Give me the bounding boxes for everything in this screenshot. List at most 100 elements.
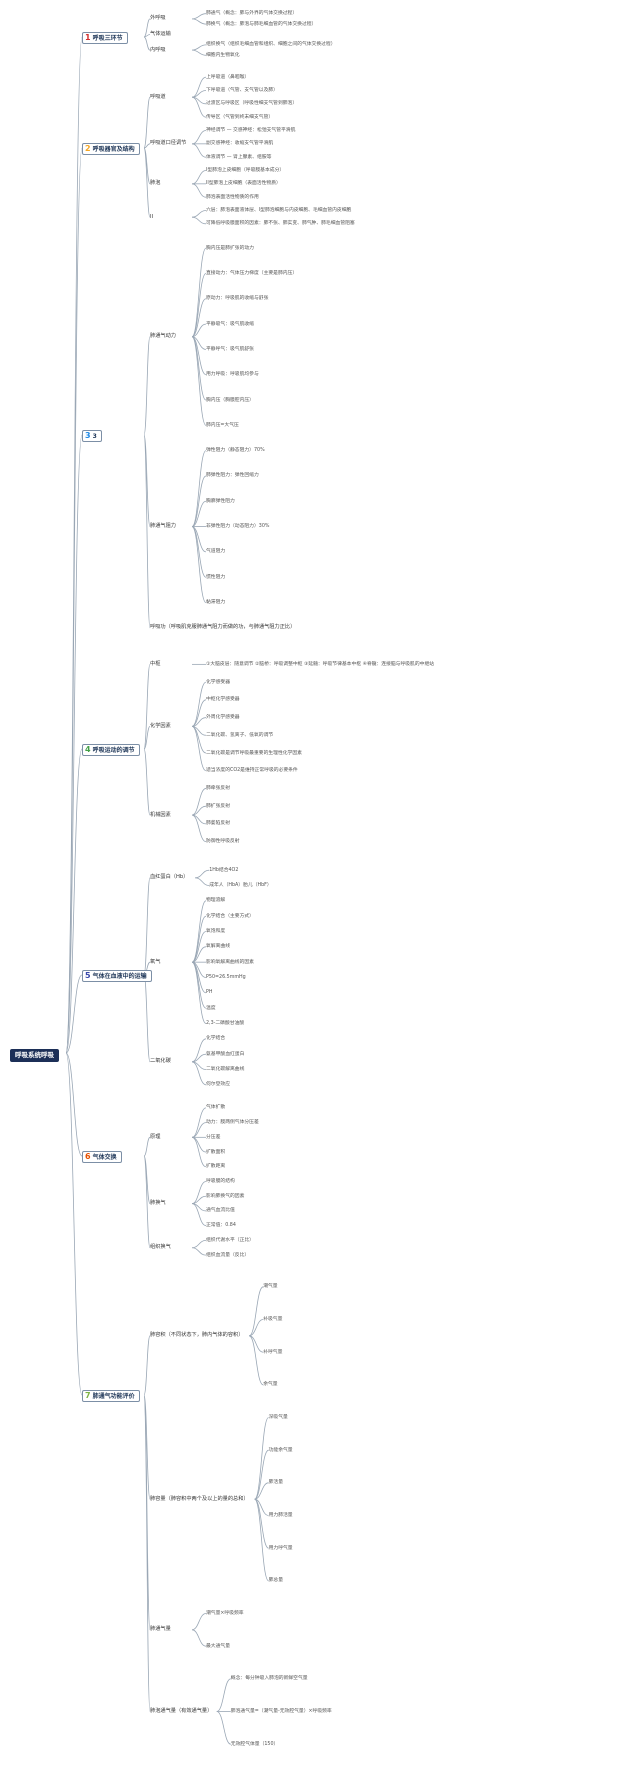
branch-node[interactable]: 肺容积（不同状态下，肺内气体的容积） — [150, 1332, 244, 1339]
leaf-node[interactable]: 动力：膜两侧气体分压差 — [206, 1120, 259, 1126]
leaf-node[interactable]: 中枢化学感受器 — [206, 697, 240, 703]
root-node[interactable]: 呼吸系统呼吸 — [10, 1049, 59, 1062]
branch-node[interactable]: 气体运输 — [150, 31, 171, 37]
leaf-node[interactable]: 用力呼吸：呼吸肌均参与 — [206, 372, 259, 378]
leaf-node[interactable]: 分压差 — [206, 1134, 221, 1140]
leaf-node[interactable]: 肺泡表面活性物质的作用 — [206, 194, 259, 200]
leaf-node[interactable]: 温度 — [206, 1005, 216, 1011]
leaf-node[interactable]: 惯性阻力 — [206, 574, 226, 580]
branch-node[interactable]: 肺换气 — [150, 1200, 166, 1207]
leaf-node[interactable]: 防御性呼吸反射 — [206, 839, 240, 845]
branch-node[interactable]: 原理 — [150, 1133, 161, 1140]
leaf-node[interactable]: 氨基甲酸血红蛋白 — [206, 1051, 245, 1057]
leaf-node[interactable]: 组织代谢水平（正比） — [206, 1237, 254, 1243]
leaf-node[interactable]: 补吸气量 — [263, 1317, 283, 1322]
leaf-node[interactable]: 过渡区与呼吸区（呼吸性细支气管到肺泡） — [206, 101, 298, 107]
leaf-node[interactable]: 外周化学感受器 — [206, 715, 240, 721]
leaf-node[interactable]: 气体扩散 — [206, 1105, 226, 1111]
leaf-node[interactable]: 组织血流量（反比） — [206, 1252, 250, 1258]
leaf-node[interactable]: 氧饱和度 — [206, 929, 226, 934]
branch-node[interactable]: 外呼吸 — [150, 15, 166, 22]
leaf-node[interactable]: 肺牵张反射 — [206, 785, 230, 791]
leaf-node[interactable]: 肺扩张反射 — [206, 803, 230, 809]
leaf-node[interactable]: 潮气量×呼吸频率 — [206, 1611, 244, 1616]
leaf-node[interactable]: 弹性阻力（静态阻力）70% — [206, 448, 265, 454]
leaf-node[interactable]: 二氧化碳、氢离子、低氧的调节 — [206, 732, 274, 738]
leaf-node[interactable]: 正常值：0.84 — [206, 1223, 236, 1229]
leaf-node[interactable]: 扩散面积 — [206, 1149, 226, 1155]
branch-node[interactable]: 化学因素 — [150, 722, 171, 729]
leaf-node[interactable]: 通气血流比值 — [206, 1208, 235, 1214]
leaf-node[interactable]: 胸内压（胸膜腔内压） — [206, 397, 254, 403]
leaf-node[interactable]: 肺通气（概念：肺与外界的气体交换过程） — [206, 11, 298, 17]
leaf-node[interactable]: 气道阻力 — [206, 549, 226, 555]
leaf-node[interactable]: 2,3-二磷酸甘油酸 — [206, 1021, 245, 1026]
leaf-node[interactable]: 影响氧解离曲线的因素 — [206, 959, 254, 965]
leaf-node[interactable]: 肺换气（概念：肺泡与肺毛细血管的气体交换过程） — [206, 21, 317, 27]
leaf-node[interactable]: 用力肺活量 — [268, 1513, 293, 1518]
leaf-node[interactable]: 氧解离曲线 — [206, 944, 230, 950]
leaf-node[interactable]: 下呼吸道（气管、支气管以及肺） — [206, 88, 278, 93]
branch-node[interactable]: 氧气 — [150, 958, 161, 965]
leaf-node[interactable]: 最大通气量 — [206, 1643, 230, 1649]
leaf-node[interactable]: 补呼气量 — [263, 1349, 283, 1355]
leaf-node[interactable]: P50=26.5mmHg — [206, 975, 246, 980]
leaf-node[interactable]: 适当浓度的CO2是维持正常呼吸的必要条件 — [206, 768, 298, 774]
leaf-node[interactable]: II型肺泡上皮细胞（表面活性物质） — [206, 181, 281, 187]
leaf-node[interactable]: 呼吸膜的结构 — [206, 1179, 235, 1184]
leaf-node[interactable]: 平静呼气：吸气肌舒张 — [206, 346, 254, 352]
leaf-node[interactable]: 组织换气（组织毛细血管和组织、细胞之间的气体交换过程） — [206, 42, 336, 48]
branch-node[interactable]: 呼吸道 — [150, 93, 166, 100]
leaf-node[interactable]: 副交感神经：收缩支气管平滑肌 — [206, 141, 274, 147]
branch-node[interactable]: 呼吸功（呼吸肌克服肺通气阻力而做的功，与肺通气阻力正比） — [150, 624, 296, 631]
leaf-node[interactable]: ①大脑皮层：随意调节 ②脑桥：呼吸调整中枢 ③延髓：呼吸节律基本中枢 ④脊髓：连… — [206, 661, 435, 667]
branch-node[interactable]: 内呼吸 — [150, 46, 166, 53]
leaf-node[interactable]: 黏滞阻力 — [206, 600, 226, 606]
leaf-node[interactable]: 肺活量 — [268, 1480, 283, 1486]
branch-node[interactable]: 肺通气阻力 — [150, 523, 176, 530]
leaf-node[interactable]: 胸内压是肺扩张的动力 — [206, 245, 254, 251]
leaf-node[interactable]: 成年人（HbA）胎儿（HbF） — [209, 883, 272, 888]
leaf-node[interactable]: I型肺泡上皮细胞（呼吸膜基本成分） — [206, 168, 285, 173]
leaf-node[interactable]: 平静吸气：吸气肌收缩 — [206, 321, 254, 327]
leaf-node[interactable]: 二氧化碳是调节呼吸最重要的生理性化学因素 — [206, 750, 302, 756]
leaf-node[interactable]: 神经调节 — 交感神经：松弛支气管平滑肌 — [206, 128, 296, 133]
leaf-node[interactable]: 无效腔气体量（150） — [230, 1741, 279, 1747]
leaf-node[interactable]: 肺弹性阻力：弹性回缩力 — [206, 473, 259, 479]
leaf-node[interactable]: 非弹性阻力（动态阻力）30% — [206, 524, 270, 530]
leaf-node[interactable]: 化学结合 — [206, 1036, 226, 1042]
branch-node[interactable]: 组织换气 — [150, 1244, 171, 1251]
branch-node[interactable]: II — [150, 213, 154, 220]
leaf-node[interactable]: 余气量 — [263, 1382, 278, 1388]
leaf-node[interactable]: 胸廓弹性阻力 — [206, 498, 235, 504]
leaf-node[interactable]: 二氧化碳解离曲线 — [206, 1067, 245, 1072]
leaf-node[interactable]: 1Hb结合4O2 — [209, 867, 239, 873]
leaf-node[interactable]: 直接动力：气体压力梯度（主要是肺内压） — [206, 270, 298, 276]
branch-node[interactable]: 肺通气量 — [150, 1626, 171, 1633]
branch-node[interactable]: 呼吸道口径调节 — [150, 140, 187, 147]
leaf-node[interactable]: 肺总量 — [268, 1578, 283, 1584]
leaf-node[interactable]: 潮气量 — [263, 1284, 278, 1290]
leaf-node[interactable]: 化学结合（主要方式） — [206, 913, 254, 919]
leaf-node[interactable]: 上呼吸道（鼻咽喉） — [206, 74, 250, 80]
leaf-node[interactable]: 物理溶解 — [206, 898, 226, 904]
leaf-node[interactable]: 可降低呼吸膜面积的因素：肺不张、肺实变、肺气肿、肺毛细血管阻塞 — [206, 221, 355, 227]
branch-node[interactable]: 中枢 — [150, 660, 161, 667]
leaf-node[interactable]: 影响肺换气的因素 — [206, 1193, 245, 1199]
branch-node[interactable]: 肺泡通气量（有效通气量） — [150, 1708, 213, 1714]
leaf-node[interactable]: 何尔登效应 — [206, 1082, 230, 1088]
leaf-node[interactable]: 细胞内生物氧化 — [206, 52, 240, 58]
leaf-node[interactable]: 体液调节 — 肾上腺素、组胺等 — [206, 154, 272, 160]
branch-node[interactable]: 血红蛋白（Hb） — [150, 874, 189, 881]
leaf-node[interactable]: 肺萎陷反射 — [206, 821, 230, 827]
leaf-node[interactable]: 概念：每分钟吸入肺泡的新鲜空气量 — [230, 1676, 308, 1682]
leaf-node[interactable]: 化学感受器 — [206, 679, 230, 685]
leaf-node[interactable]: 用力呼气量 — [268, 1545, 293, 1551]
leaf-node[interactable]: 功能余气量 — [268, 1447, 293, 1453]
